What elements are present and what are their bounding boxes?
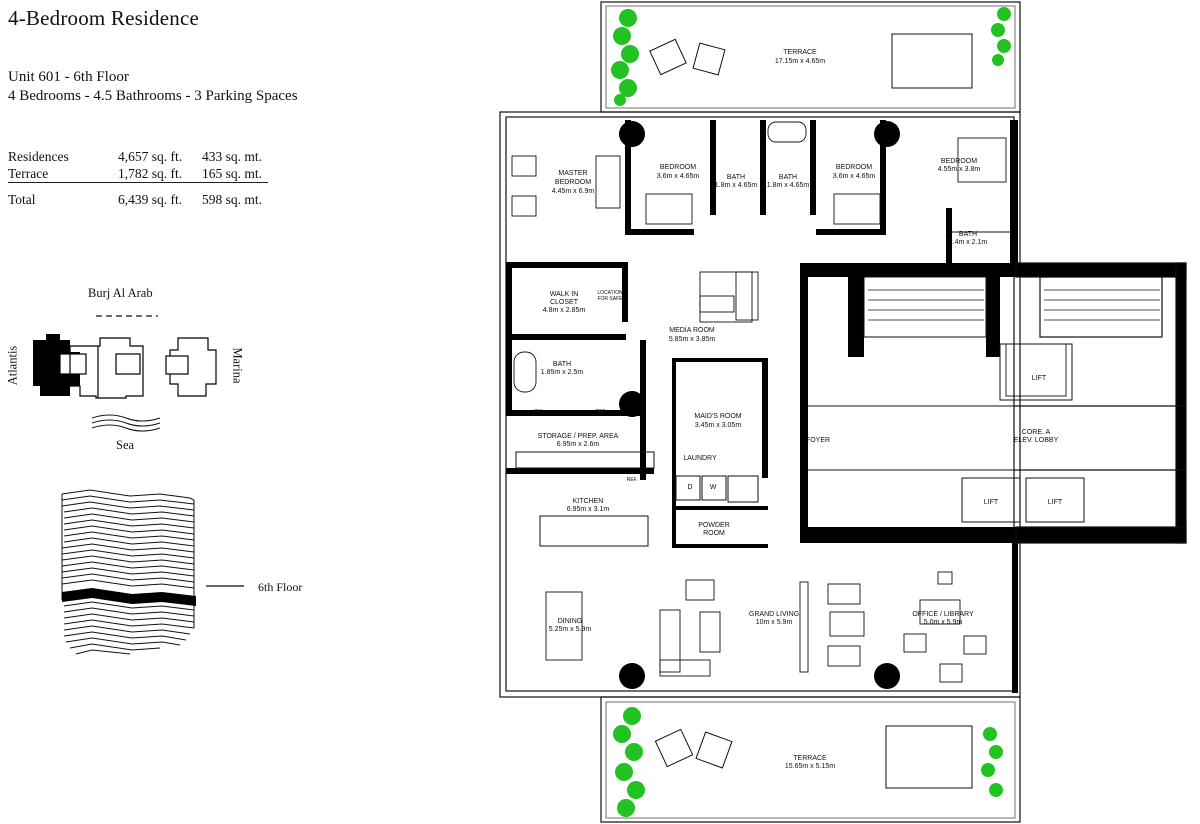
ref-label-2: REF. [627,477,638,483]
total-sqm: 598 sq. mt. [202,182,269,208]
furniture [511,121,1067,683]
safe-label: LOCATION [597,290,623,296]
kitchen-dim: 6.95m x 3.1m [567,506,610,513]
walk-in-closet-name: WALK IN [550,291,579,298]
area-total-row: Total 6,439 sq. ft. 598 sq. mt. [8,182,269,208]
bath-2-dim: 1.8m x 4.65m [767,182,810,189]
area-sqm: 165 sq. mt. [202,165,263,181]
building-outline [69,337,144,399]
sea-wave [91,414,161,422]
storage-dim: 6.95m x 2.6m [557,441,600,448]
walk-in-closet-dim: 4.8m x 2.85m [543,307,586,314]
location-key-diagram [33,315,244,655]
dining-dim: 5.25m x 5.9m [549,626,592,633]
office-name: OFFICE / LIBRARY [912,611,974,618]
bath-3-dim: 2.4m x 2.1m [949,239,988,246]
total-sqft: 6,439 sq. ft. [118,182,202,208]
powder-room-name-2: ROOM [703,530,725,537]
office-dim: 5.0m x 5.9m [924,619,963,626]
bedroom-2-dim: 3.6m x 4.65m [657,173,700,180]
page-title: 4-Bedroom Residence [8,6,199,30]
area-sqft: 1,782 sq. ft. [118,165,183,181]
building-outline [169,337,217,397]
powder-room-name: POWDER [698,522,730,529]
walk-in-closet-name-2: CLOSET [550,299,579,306]
terrace-top-dim: 17.15m x 4.65m [775,58,825,65]
master-bath-dim: 1.85m x 2.5m [541,369,584,376]
dining-name: DINING [558,618,583,625]
foyer-name: FOYER [806,437,830,444]
area-row: Terrace 1,782 sq. ft. 165 sq. mt. [8,165,268,183]
kitchen-name: KITCHEN [573,498,604,505]
grand-living-dim: 10m x 5.9m [756,619,793,626]
ref-label: REF. [596,409,607,415]
columns [619,121,900,689]
core-name: CORE. A [1022,429,1051,436]
building-outline [59,353,87,375]
structural-walls [506,120,1020,693]
washer-label: W [710,484,717,491]
media-room-name: MEDIA ROOM [669,327,715,334]
unit-summary: 4 Bedrooms - 4.5 Bathrooms - 3 Parking S… [8,88,298,104]
bedroom-4-dim: 4.55m x 3.8m [938,166,981,173]
master-bedroom-dim: 4.45m x 6.9m [552,188,595,195]
planter-plants [611,7,1011,817]
core-structure [1014,262,1187,544]
stairs [868,289,1160,321]
area-label: Terrace [8,165,49,181]
tower-section-diagram [61,489,195,655]
highlighted-building [33,334,80,396]
lift-2-label: LIFT [984,499,999,506]
bedroom-2-name: BEDROOM [660,164,696,171]
terrace-bottom-name: TERRACE [793,755,827,762]
floor-marker-label: 6th Floor [258,580,303,594]
location-south-label: Sea [116,438,135,452]
area-sqft: 4,657 sq. ft. [118,148,183,164]
location-north-label: Burj Al Arab [88,286,153,300]
area-sqm: 433 sq. mt. [202,148,263,164]
area-label: Residences [8,148,69,164]
terrace-top-name: TERRACE [783,49,817,56]
terrace-furniture [649,33,973,789]
dryer-label: D [687,484,692,491]
highlighted-floor [62,588,196,606]
laundry-name: LAUNDRY [683,455,717,462]
bedroom-3-dim: 3.6m x 4.65m [833,173,876,180]
media-room-dim: 5.85m x 3.85m [669,336,715,343]
master-bath-name: BATH [553,361,571,368]
master-bedroom-name: MASTER [558,170,587,177]
total-label: Total [8,182,118,208]
bedroom-4-name: BEDROOM [941,158,977,165]
terrace-bottom-dim: 15.65m x 5.15m [785,763,835,770]
lift-3-label: LIFT [1048,499,1063,506]
core-name-2: ELEV. LOBBY [1014,437,1059,444]
maids-room-dim: 3.45m x 3.05m [695,422,741,429]
terrace-top [600,1,1021,113]
storage-name: STORAGE / PREP. AREA [538,433,619,440]
bedroom-3-name: BEDROOM [836,164,872,171]
safe-label-2: FOR SAFE [597,296,623,302]
grand-living-name: GRAND LIVING [749,611,799,618]
bath-2-name: BATH [779,174,797,181]
cw-label: CW [534,409,543,415]
master-bedroom-name-2: BEDROOM [555,179,591,186]
bath-1-name: BATH [727,174,745,181]
sea-wave [91,424,161,432]
maids-room-name: MAID'S ROOM [694,413,741,420]
area-row: Residences 4,657 sq. ft. 433 sq. mt. [8,148,268,165]
interior-walls [515,231,1085,547]
building-outline [165,355,189,375]
unit-number: Unit 601 - 6th Floor [8,69,129,85]
sea-wave [91,419,161,427]
building-outline [115,353,141,375]
floor-plan: TERRACE 17.15m x 4.65m MASTER BEDROOM 4.… [499,1,1187,823]
lift-1-label: LIFT [1032,375,1047,382]
bath-1-dim: 1.8m x 4.65m [715,182,758,189]
area-table: Residences 4,657 sq. ft. 433 sq. mt. Ter… [8,148,269,208]
unit-info: Unit 601 - 6th Floor 4 Bedrooms - 4.5 Ba… [8,68,298,106]
bath-3-name: BATH [959,231,977,238]
